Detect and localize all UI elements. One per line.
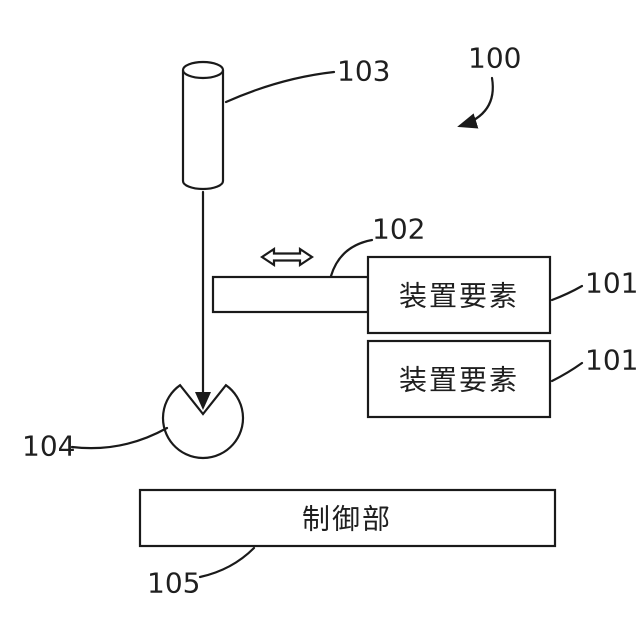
- ref-101b-leader: [550, 361, 584, 383]
- ref-103-leader: [224, 70, 336, 104]
- cylinder-body: [181, 70, 225, 191]
- device-element-label-1: 装置要素: [399, 280, 519, 313]
- vertical-arrowhead-icon: [195, 392, 211, 410]
- control-unit-box: [138, 488, 557, 548]
- ref-label-102: 102: [372, 213, 425, 246]
- ref-label-104: 104: [22, 430, 75, 463]
- notched-circle-shape: [161, 383, 245, 460]
- arm-bar: [211, 275, 370, 314]
- ref-101a-leader: [550, 284, 584, 302]
- device-element-box-1: [366, 255, 552, 335]
- device-element-label-2: 装置要素: [399, 364, 519, 397]
- double-arrow-icon: [260, 246, 314, 268]
- ref-label-101b: 101: [585, 344, 638, 377]
- ref-label-100: 100: [468, 42, 521, 75]
- device-element-box-2: [366, 339, 552, 419]
- control-unit-label: 制御部: [302, 503, 392, 536]
- ref-104-leader: [70, 426, 169, 450]
- cylinder-top: [181, 60, 225, 80]
- ref-label-105: 105: [147, 567, 200, 600]
- ref-label-103: 103: [337, 55, 390, 88]
- ref-label-101a: 101: [585, 267, 638, 300]
- ref-100-arrow: [457, 76, 494, 129]
- ref-102-leader: [329, 238, 374, 278]
- ref-105-leader: [198, 546, 256, 579]
